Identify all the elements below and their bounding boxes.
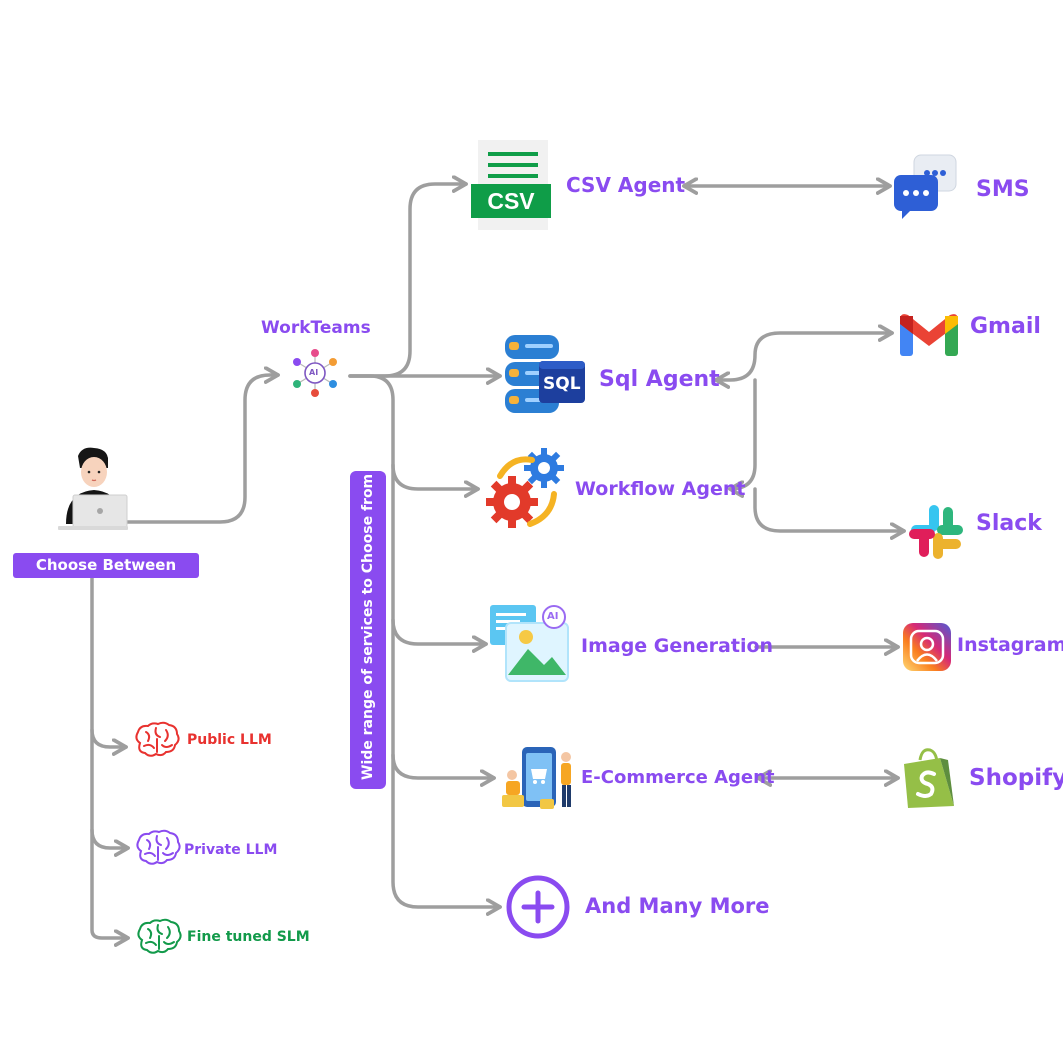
- gmail-icon: [898, 310, 960, 356]
- services-banner: Wide range of services to Choose from: [350, 471, 386, 789]
- workflow-agent-label: Workflow Agent: [575, 478, 746, 500]
- sql-agent-label: Sql Agent: [599, 367, 720, 392]
- instagram-icon: [902, 622, 952, 672]
- instagram-label: Instagram: [957, 634, 1063, 656]
- brain-icon-slm: [134, 918, 184, 956]
- wire-hub-more: [348, 374, 500, 907]
- person-laptop-icon: [56, 446, 131, 532]
- choose-between-badge: Choose Between: [13, 553, 199, 578]
- ecommerce-agent-label: E-Commerce Agent: [581, 767, 775, 788]
- ecommerce-shop-icon: [500, 745, 580, 811]
- gmail-label: Gmail: [970, 314, 1041, 339]
- services-banner-text: Wide range of services to Choose from: [360, 473, 376, 780]
- sms-label: SMS: [976, 177, 1030, 202]
- slack-label: Slack: [976, 511, 1042, 536]
- private-llm-label: Private LLM: [184, 842, 278, 858]
- wire-hub-workflow: [391, 463, 478, 489]
- wire-workflow-slack: [753, 487, 904, 531]
- sql-database-icon: SQL: [503, 333, 587, 417]
- public-llm-label: Public LLM: [187, 732, 272, 748]
- wire-sql-workflow: [730, 378, 757, 489]
- workflow-gears-icon: [482, 446, 568, 532]
- slack-icon: [907, 503, 965, 561]
- shopify-bag-icon: [900, 746, 958, 810]
- wire-hub-ecommerce: [391, 753, 494, 778]
- plus-circle-icon: [505, 874, 571, 940]
- wire-sql-gmail: [716, 333, 892, 380]
- wire-public-llm: [90, 728, 126, 747]
- sms-chat-icon: [892, 153, 960, 221]
- ai-chip-text: AI: [309, 368, 319, 377]
- csv-agent-label: CSV Agent: [566, 173, 686, 197]
- and-many-more-label: And Many More: [585, 894, 770, 918]
- wire-hub-csv: [348, 184, 466, 378]
- workteams-label: WorkTeams: [261, 318, 371, 338]
- csv-file-icon: CSV: [471, 140, 551, 230]
- wire-hub-image: [391, 618, 486, 644]
- image-generation-label: Image Generation: [581, 635, 774, 657]
- fine-tuned-slm-label: Fine tuned SLM: [187, 929, 310, 945]
- brain-icon-public: [132, 721, 182, 759]
- shopify-label: Shopify: [969, 765, 1063, 791]
- image-generation-icon: AI: [488, 603, 570, 683]
- ai-badge-text: AI: [547, 611, 559, 622]
- sql-badge-text: SQL: [543, 374, 581, 394]
- wire-user-models: [90, 576, 128, 938]
- brain-icon-private: [133, 829, 183, 867]
- wire-user-hub: [125, 375, 278, 524]
- wire-private-llm: [90, 828, 128, 848]
- csv-badge: CSV: [471, 184, 551, 218]
- ai-network-icon: AI: [290, 348, 340, 398]
